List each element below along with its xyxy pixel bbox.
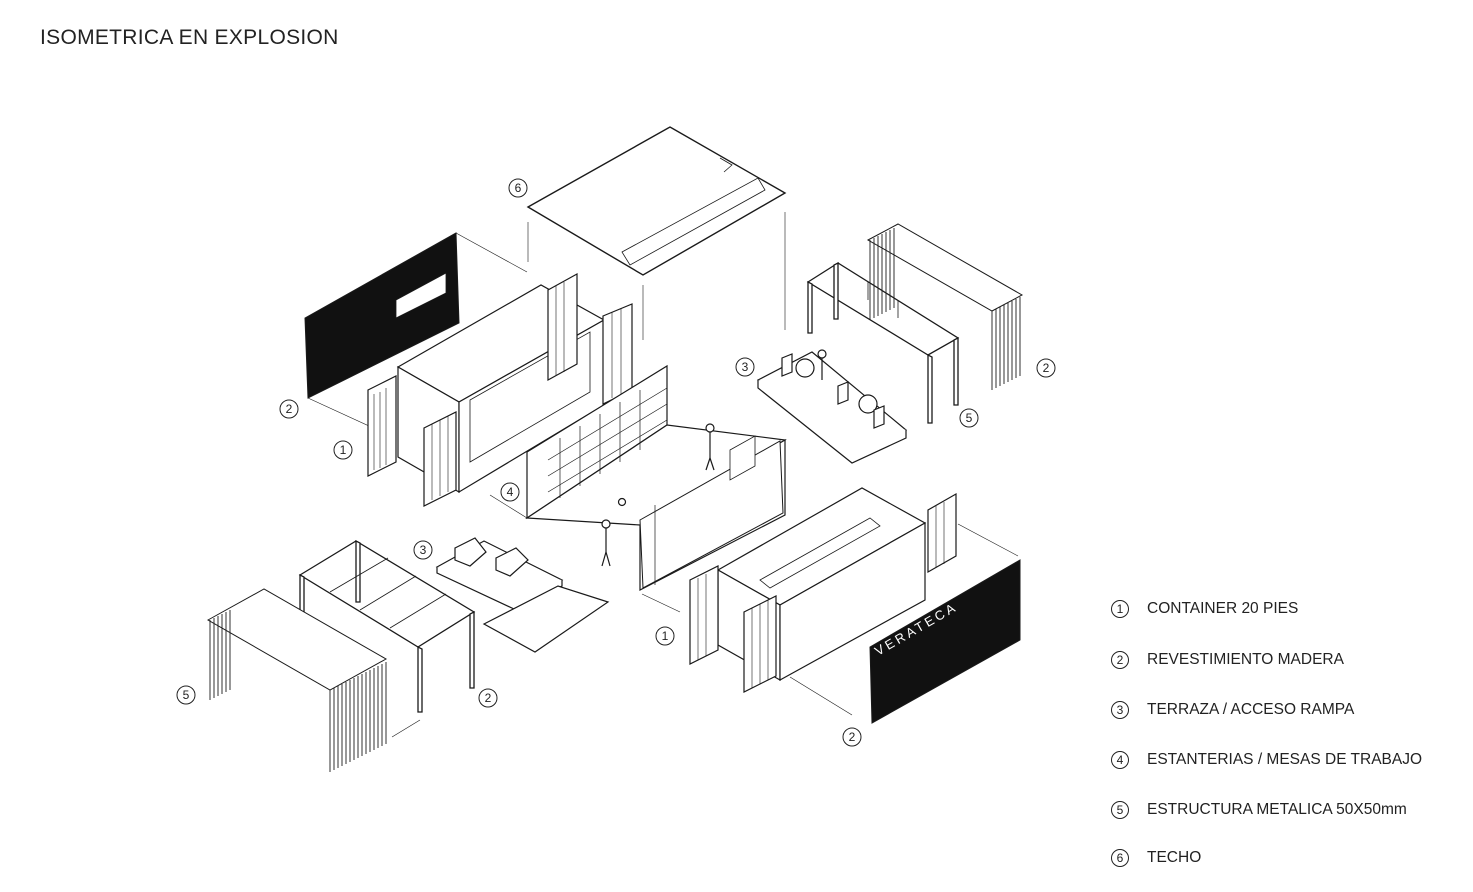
legend-item-6: 6 TECHO	[1111, 847, 1201, 869]
legend-item-1: 1 CONTAINER 20 PIES	[1111, 598, 1298, 620]
legend-number: 6	[1111, 849, 1129, 867]
legend-number: 2	[1111, 651, 1129, 669]
callout-number: 4	[507, 485, 514, 499]
legend-number: 4	[1111, 751, 1129, 769]
legend-number: 1	[1111, 600, 1129, 618]
legend-label: REVESTIMIENTO MADERA	[1147, 651, 1344, 668]
roof-panel	[526, 126, 787, 276]
legend-item-2: 2 REVESTIMIENTO MADERA	[1111, 649, 1344, 671]
legend-number: 3	[1111, 701, 1129, 719]
callout-6: 6	[508, 178, 528, 198]
legend-item-3: 3 TERRAZA / ACCESO RAMPA	[1111, 699, 1354, 721]
callout-5: 5	[176, 685, 196, 705]
callout-number: 5	[183, 688, 190, 702]
callout-2: 2	[842, 727, 862, 747]
callout-2: 2	[478, 688, 498, 708]
shelving-and-tables	[525, 364, 787, 591]
callout-markers: 6 2 1 3 2 5 4 3 1 2 5 2	[176, 178, 1056, 747]
callout-number: 3	[420, 543, 427, 557]
callout-number: 2	[849, 730, 856, 744]
callout-number: 1	[662, 629, 669, 643]
legend-item-4: 4 ESTANTERIAS / MESAS DE TRABAJO	[1111, 749, 1422, 771]
legend-label: ESTANTERIAS / MESAS DE TRABAJO	[1147, 751, 1423, 768]
legend-label: CONTAINER 20 PIES	[1147, 600, 1299, 617]
callout-3: 3	[735, 357, 755, 377]
callout-number: 6	[515, 181, 522, 195]
terrace-top-right	[756, 349, 908, 464]
container-bottom-right	[689, 487, 957, 693]
metal-frame-top-right	[806, 261, 960, 424]
legend-item-5: 5 ESTRUCTURA METALICA 50X50mm	[1111, 799, 1407, 821]
legend-label: TERRAZA / ACCESO RAMPA	[1147, 701, 1355, 718]
callout-2: 2	[279, 399, 299, 419]
callout-number: 1	[340, 443, 347, 457]
terrace-ramp-bottom-left	[435, 537, 610, 653]
callout-number: 3	[742, 360, 749, 374]
callout-number: 2	[1043, 361, 1050, 375]
legend-number: 5	[1111, 801, 1129, 819]
wood-cladding-top-left	[304, 232, 460, 399]
legend-label: TECHO	[1147, 849, 1202, 866]
legend-label: ESTRUCTURA METALICA 50X50mm	[1147, 801, 1407, 818]
wood-slats-top-right	[866, 223, 1024, 390]
callout-5: 5	[959, 408, 979, 428]
callout-number: 2	[286, 402, 293, 416]
page-title: ISOMETRICA EN EXPLOSION	[40, 26, 339, 49]
callout-3: 3	[413, 540, 433, 560]
callout-1: 1	[333, 440, 353, 460]
callout-1: 1	[655, 626, 675, 646]
callout-2: 2	[1036, 358, 1056, 378]
wood-cladding-bottom-right	[869, 559, 1021, 724]
callout-number: 2	[485, 691, 492, 705]
container-top-left	[367, 272, 633, 507]
callout-number: 5	[966, 411, 973, 425]
callout-4: 4	[500, 482, 520, 502]
wood-slats-bottom-left	[206, 588, 388, 772]
